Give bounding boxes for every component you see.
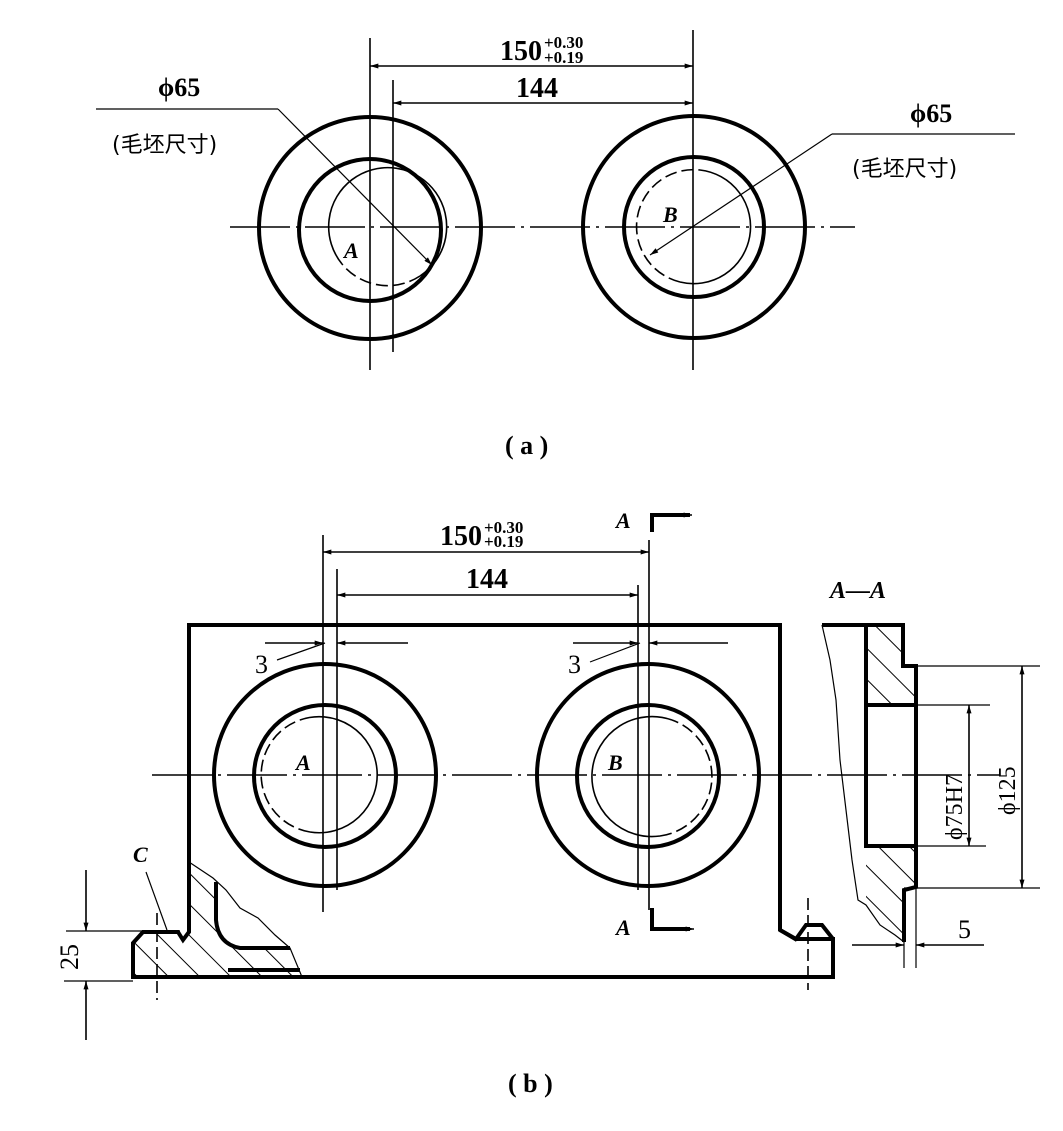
boss-outer-circle-b (535, 662, 761, 888)
right-foot-outline (302, 928, 835, 979)
hole-circle-b (622, 155, 766, 299)
caption-b: ( b ) (508, 1069, 553, 1098)
leader-line (277, 108, 433, 266)
dim-150-lower-tol: +0.19 (484, 532, 523, 551)
blank-hole-circle-a (327, 166, 448, 277)
leader-line (276, 642, 326, 661)
step-dim-value: 5 (958, 915, 971, 944)
leader-line (649, 133, 833, 256)
machined-hole-hidden-arc-a (260, 719, 311, 833)
leader-line (145, 871, 168, 931)
hole-circle-a (297, 157, 443, 303)
dim-150-value: 150 (440, 521, 482, 552)
offset-right-value: 3 (568, 650, 581, 679)
hole-label-a: A (294, 750, 311, 775)
boss-outer-circle-a (257, 115, 483, 341)
outer-dim-value: ϕ125 (995, 766, 1021, 815)
break-line (821, 624, 905, 943)
hole-circle-a (252, 703, 398, 849)
section-view-title: A—A (828, 578, 886, 604)
caption-a: ( a ) (505, 431, 548, 460)
machined-hole-hidden-arc-b (659, 719, 713, 837)
hole-label-b: B (662, 202, 678, 227)
offset-left-value: 3 (255, 650, 268, 679)
dim-144-value: 144 (516, 73, 558, 104)
section-mark-bottom (650, 908, 690, 931)
dim-150-lower-tol: +0.19 (544, 48, 583, 67)
machined-hole-circle-a (299, 715, 378, 834)
section-label-bottom: A (614, 915, 631, 940)
boss-outer-circle-b (581, 114, 807, 340)
leader-left-note: (毛坯尺寸) (112, 133, 217, 158)
blank-hole-hidden-arc-a (341, 263, 421, 287)
point-label-c: C (133, 842, 148, 867)
leader-line (589, 642, 641, 663)
leader-left-value: ϕ65 (158, 73, 200, 102)
section-label-top: A (614, 508, 631, 533)
blank-hole-hidden-arc-b (635, 168, 701, 283)
leader-right-note: (毛坯尺寸) (852, 157, 957, 182)
blank-hole-circle-b (679, 169, 752, 285)
hole-label-b: B (607, 750, 623, 775)
dim-144-value: 144 (466, 564, 508, 595)
hole-circle-b (575, 703, 721, 849)
dim-25-value: 25 (55, 944, 84, 970)
dim-150-upper-tol: +0.30 (544, 33, 583, 52)
figure-b: 150 +0.30 +0.19 144 A A 3 3 (55, 508, 1040, 1098)
section-mark-top (650, 513, 690, 532)
leader-right-value: ϕ65 (910, 99, 952, 128)
figure-a: 150 +0.30 +0.19 144 A ϕ65 (毛坯尺寸) B ϕ65 (… (96, 30, 1015, 460)
break-line (188, 861, 303, 978)
machined-hole-circle-b (591, 715, 673, 838)
bore-dim-value: ϕ75H7 (942, 774, 968, 840)
base-outline-left (131, 862, 302, 979)
hatch-area-section-bottom (866, 846, 916, 940)
dim-150-upper-tol: +0.30 (484, 518, 523, 537)
hole-label-a: A (342, 238, 359, 263)
right-foot-chamfer (794, 923, 835, 941)
boss-outer-circle-a (212, 662, 438, 888)
dim-150-value: 150 (500, 36, 542, 67)
rib-outline (214, 882, 290, 950)
